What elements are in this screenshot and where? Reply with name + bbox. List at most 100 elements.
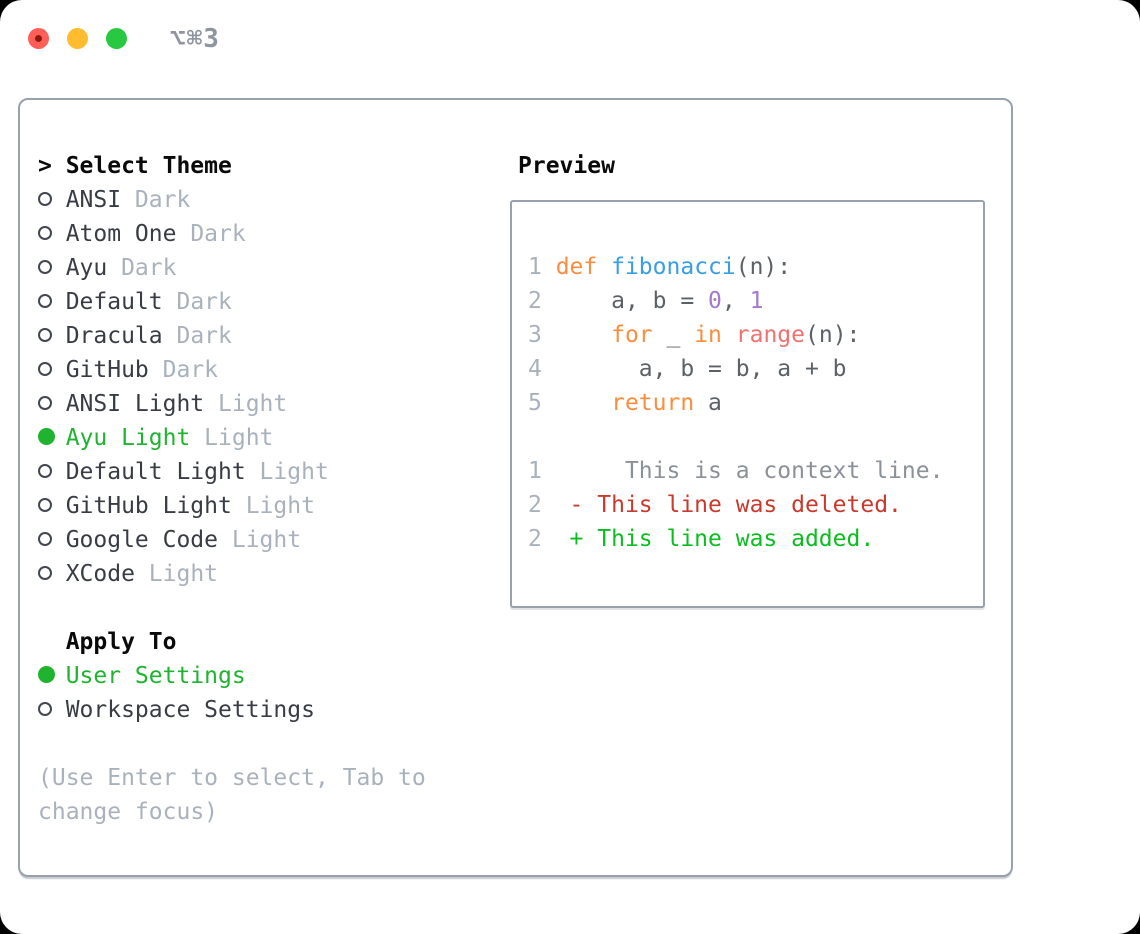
code-segment: _ (652, 322, 695, 348)
theme-item[interactable]: ANSI Light Light (38, 387, 426, 421)
zoom-button[interactable] (106, 28, 127, 49)
theme-name: ANSI Light (65, 391, 205, 417)
code-segment: fibonacci (611, 254, 736, 280)
theme-variant-label: Light (231, 493, 315, 519)
radio-icon (38, 557, 66, 591)
theme-name: XCode (65, 561, 135, 587)
code-segment: (n): (735, 254, 792, 280)
diff-line: 1 This is a context line. (528, 454, 983, 488)
code-segment: 0 (708, 288, 722, 314)
theme-item[interactable]: Ayu Light Light (38, 421, 426, 455)
code-segment: for (611, 322, 653, 348)
radio-icon (38, 319, 66, 353)
line-number: 5 (528, 390, 556, 416)
theme-item[interactable]: Ayu Dark (38, 251, 426, 285)
theme-variant-label: Light (204, 391, 288, 417)
minimize-button[interactable] (67, 28, 88, 49)
line-number: 1 (528, 458, 556, 484)
theme-name: Google Code (65, 527, 219, 553)
line-number: 1 (528, 254, 556, 280)
help-text-line1: (Use Enter to select, Tab to (38, 765, 426, 791)
radio-icon (38, 693, 66, 727)
radio-icon (38, 217, 66, 251)
theme-item[interactable]: Default Light Light (38, 455, 426, 489)
theme-variant-label: Light (134, 561, 219, 587)
theme-variant-label: Dark (162, 323, 232, 349)
theme-name: GitHub Light (65, 493, 232, 519)
code-segment: return (611, 390, 695, 416)
theme-name: ANSI (65, 187, 122, 213)
code-line: 3 for _ in range(n): (528, 318, 983, 352)
theme-item[interactable]: Dracula Dark (38, 319, 426, 353)
code-segment: This is a context line. (555, 458, 944, 484)
code-line: 5 return a (528, 386, 983, 420)
theme-name: GitHub (65, 357, 149, 383)
theme-item[interactable]: XCode Light (38, 557, 426, 591)
radio-icon (38, 387, 66, 421)
theme-item[interactable]: ANSI Dark (38, 183, 426, 217)
diff-preview: 1 This is a context line.2 - This line w… (528, 454, 983, 556)
radio-icon (38, 489, 66, 523)
apply-to-option-label: User Settings (65, 663, 246, 689)
close-button[interactable] (28, 28, 49, 49)
theme-item[interactable]: Atom One Dark (38, 217, 426, 251)
line-number: 2 (528, 288, 556, 314)
theme-name: Ayu Light (65, 425, 191, 451)
code-segment: + This line was added. (555, 526, 875, 552)
theme-item[interactable]: Default Dark (38, 285, 426, 319)
code-segment: - This line was deleted. (555, 492, 902, 518)
theme-variant-label: Dark (176, 221, 246, 247)
select-theme-header: >Select Theme (38, 149, 426, 183)
radio-icon (38, 251, 66, 285)
apply-to-title: Apply To (65, 629, 177, 655)
code-line: 2 a, b = 0, 1 (528, 284, 983, 318)
apply-to-option[interactable]: User Settings (38, 659, 426, 693)
code-segment: range (735, 322, 805, 348)
code-segment: def (555, 254, 598, 280)
theme-name: Dracula (65, 323, 163, 349)
line-number: 2 (528, 526, 556, 552)
preview-blank-line (528, 420, 983, 454)
code-segment (556, 322, 611, 348)
radio-icon (38, 183, 66, 217)
theme-name: Ayu (65, 255, 108, 281)
code-segment: a (694, 390, 722, 416)
code-segment: , (721, 288, 750, 314)
theme-item[interactable]: GitHub Dark (38, 353, 426, 387)
theme-variant-label: Light (218, 527, 302, 553)
line-number: 4 (528, 356, 556, 382)
theme-variant-label: Dark (162, 289, 232, 315)
theme-variant-label: Dark (148, 357, 219, 383)
code-segment (722, 322, 736, 348)
code-line: 4 a, b = b, a + b (528, 352, 983, 386)
code-segment (597, 254, 611, 280)
theme-item[interactable]: GitHub Light Light (38, 489, 426, 523)
help-text-line2: change focus) (38, 799, 219, 825)
theme-name: Default (65, 289, 163, 315)
theme-item[interactable]: Google Code Light (38, 523, 426, 557)
code-segment (556, 390, 611, 416)
code-segment: in (694, 322, 722, 348)
radio-icon (38, 353, 66, 387)
code-segment: (n): (805, 322, 861, 348)
line-number: 3 (528, 322, 556, 348)
theme-variant-label: Light (245, 459, 329, 485)
radio-icon (38, 455, 66, 489)
theme-name: Atom One (65, 221, 177, 247)
radio-icon (38, 523, 66, 557)
select-theme-title: Select Theme (65, 153, 232, 179)
code-segment: a, b = b, a + b (555, 356, 847, 382)
theme-variant-label: Dark (107, 255, 177, 281)
code-line: 1 def fibonacci(n): (528, 250, 983, 284)
diff-line: 2 - This line was deleted. (528, 488, 983, 522)
theme-variant-label: Light (190, 425, 274, 451)
diff-line: 2 + This line was added. (528, 522, 983, 556)
line-number: 2 (528, 492, 556, 518)
apply-to-option[interactable]: Workspace Settings (38, 693, 426, 727)
